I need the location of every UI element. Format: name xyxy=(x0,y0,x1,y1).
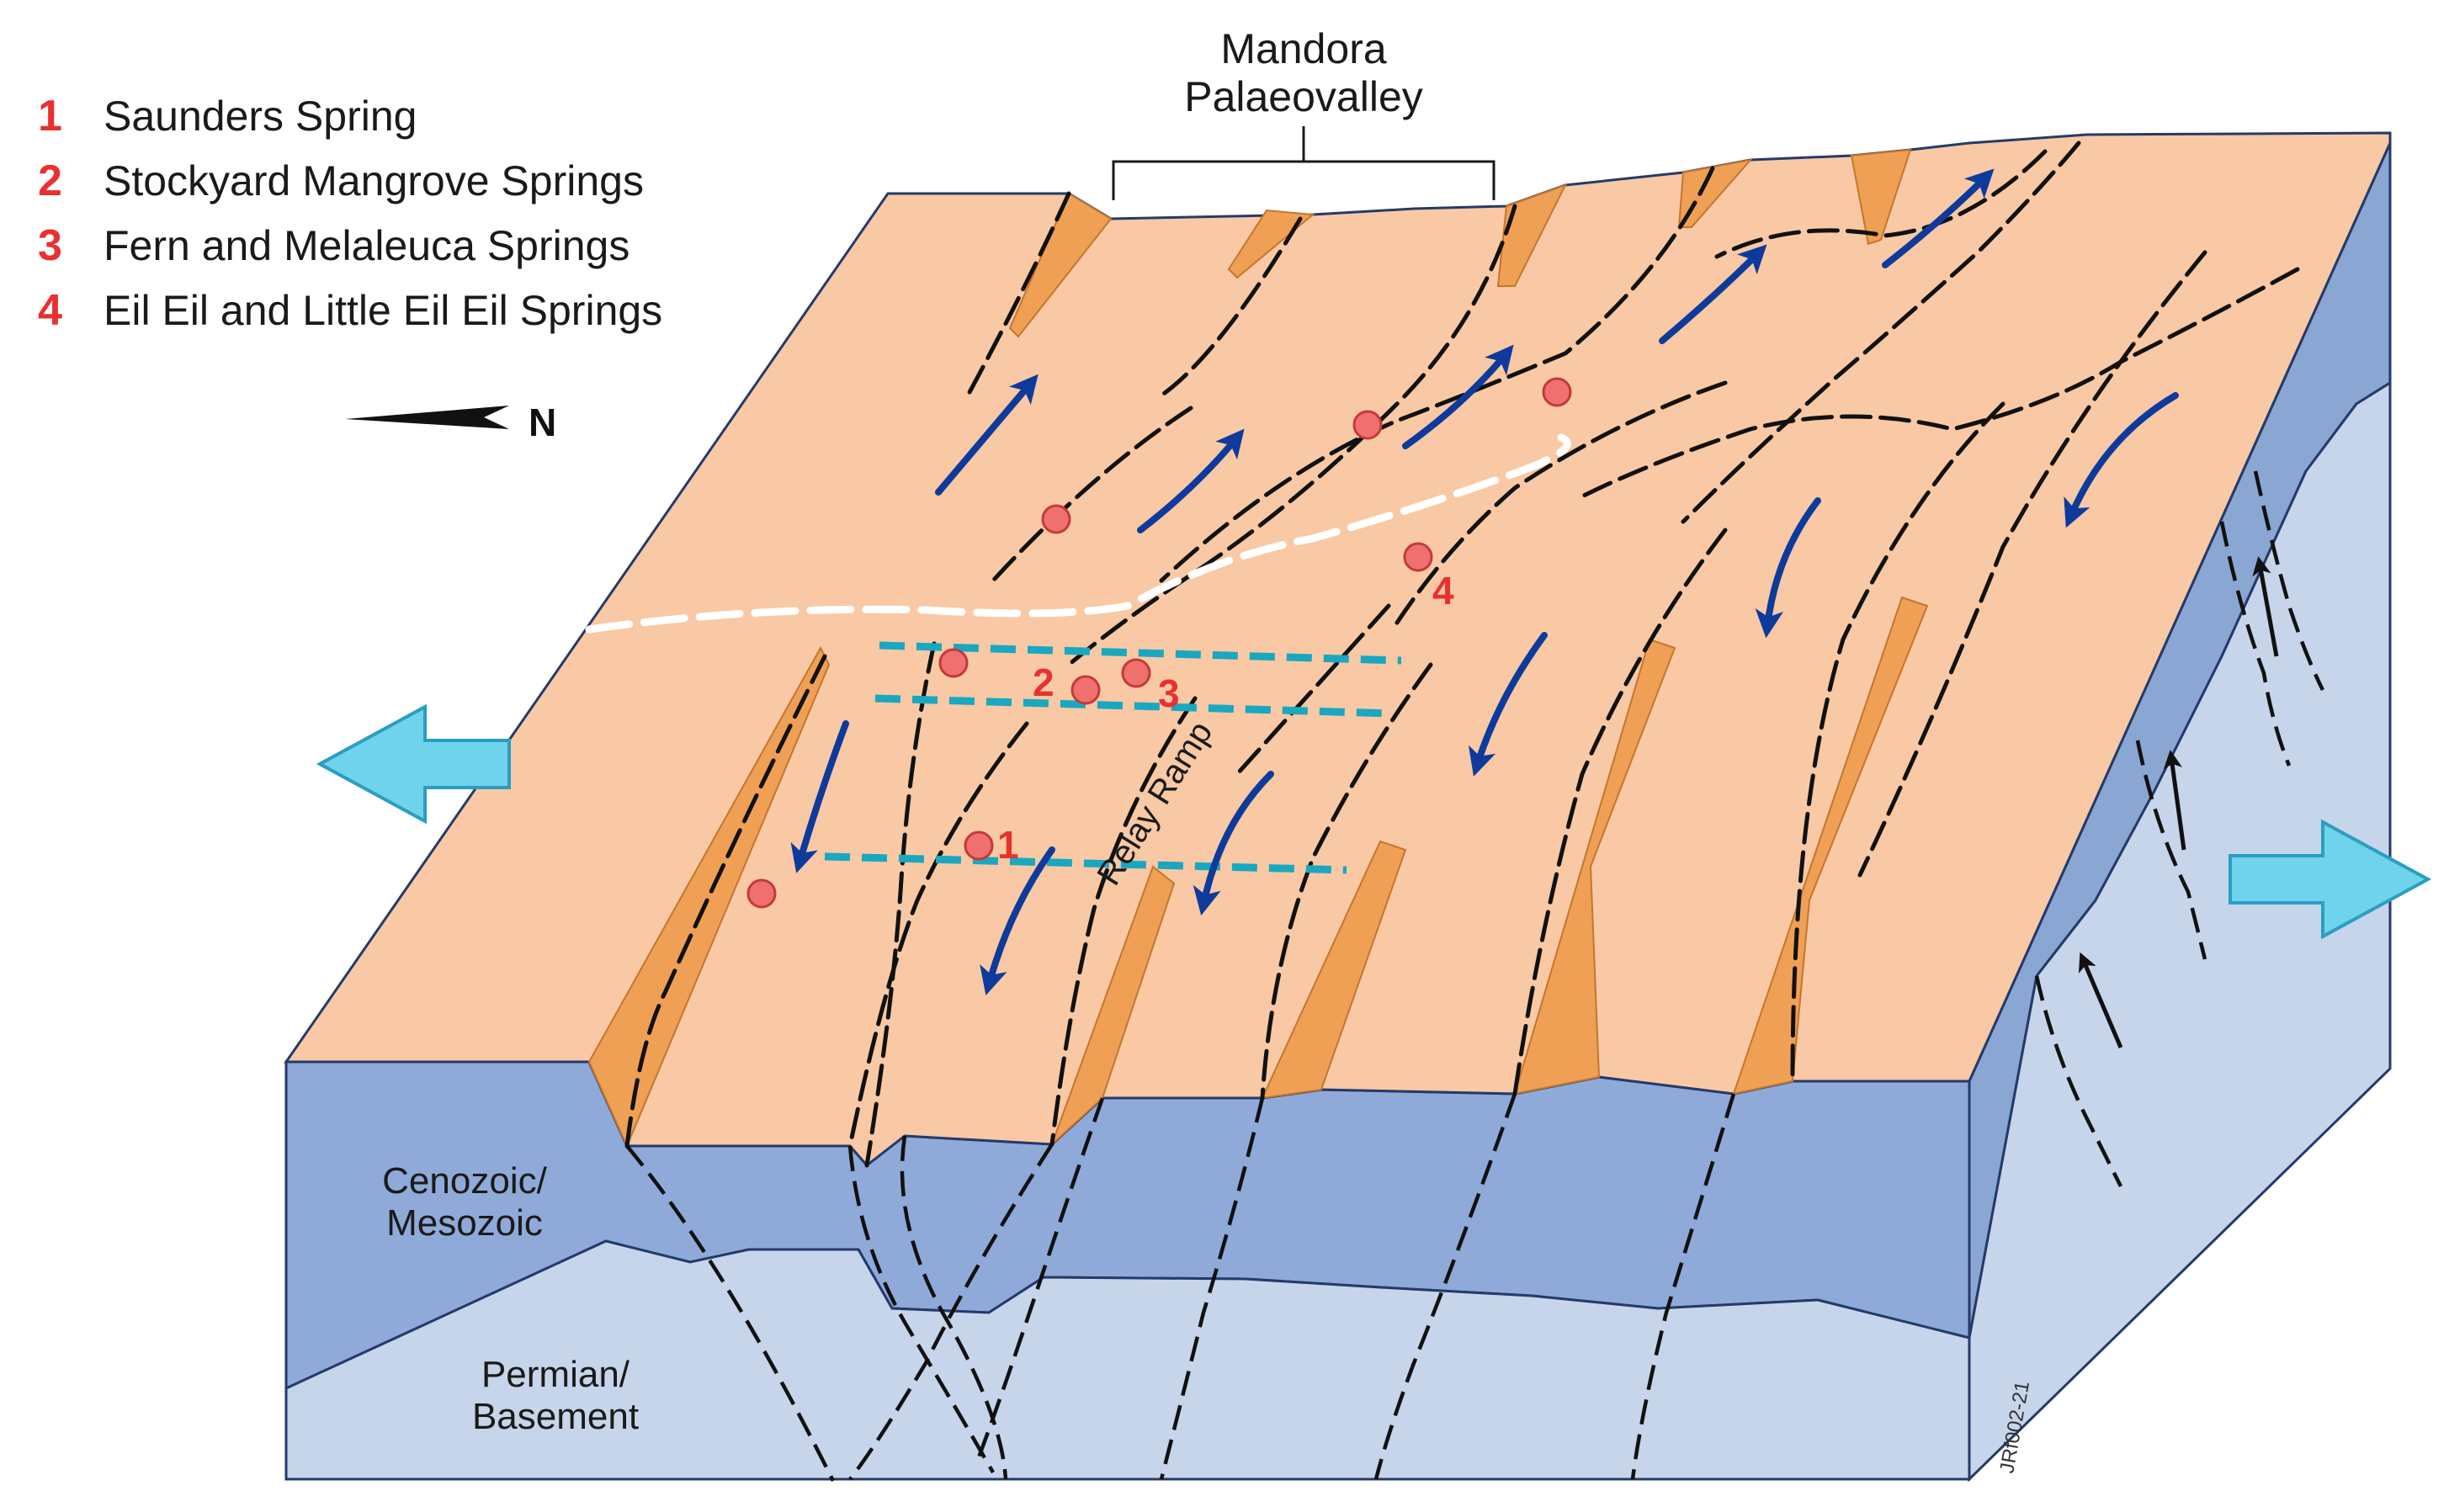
flow-direction-arrow xyxy=(790,720,849,873)
flow-direction-arrow xyxy=(2064,392,2179,528)
section-line xyxy=(874,694,1394,718)
scarp xyxy=(1513,638,1676,1096)
lower-layer-label-line1: Permian/ xyxy=(481,1354,630,1395)
spring-label-2: 2 xyxy=(1033,661,1055,704)
subsurface-faults xyxy=(625,470,2325,1483)
section-line xyxy=(879,641,1402,665)
upper-layer-label-line2: Mesozoic xyxy=(386,1202,543,1244)
upper-layer-label-line1: Cenozoic/ xyxy=(382,1160,547,1202)
flow-direction-arrow xyxy=(1468,632,1548,777)
legend-label-2: Stockyard Mangrove Springs xyxy=(104,157,644,204)
spring-marker xyxy=(938,648,969,678)
scarp xyxy=(1227,209,1315,279)
spring-markers xyxy=(746,377,1572,909)
legend-label-3: Fern and Melaleuca Springs xyxy=(104,222,630,269)
fault-traces xyxy=(624,141,2300,1168)
palaeovalley-title-line1: Mandora xyxy=(1220,25,1387,72)
flow-direction-arrow xyxy=(1659,244,1767,344)
movement-arrow xyxy=(2078,952,2123,1048)
scarp xyxy=(1261,840,1407,1100)
north-arrow-icon: N xyxy=(345,401,556,444)
flow-direction-arrow xyxy=(1193,771,1274,916)
lower-layer-side xyxy=(1968,380,2392,1483)
spring-marker xyxy=(1403,542,1433,572)
scarp xyxy=(1051,865,1176,1145)
flow-arrows xyxy=(790,168,2179,995)
spring-marker xyxy=(1041,504,1071,534)
palaeovalley-axis xyxy=(585,433,1571,634)
scarp xyxy=(1732,596,1929,1096)
section-line xyxy=(824,852,1347,874)
spring-label-3: 3 xyxy=(1158,671,1180,715)
movement-arrow xyxy=(2252,556,2279,657)
spring-label-4: 4 xyxy=(1432,569,1454,613)
scarp xyxy=(1008,192,1113,338)
spring-marker xyxy=(964,830,994,861)
spring-marker xyxy=(1121,658,1151,688)
legend-label-1: Saunders Spring xyxy=(104,93,417,140)
flow-direction-arrow xyxy=(1137,428,1245,533)
spring-marker xyxy=(746,878,777,909)
spring-number-labels: 1 2 3 4 xyxy=(997,569,1454,867)
spring-marker xyxy=(1352,410,1383,440)
lower-layer-label-line2: Basement xyxy=(472,1396,639,1437)
layer-labels: Cenozoic/ Mesozoic Permian/ Basement xyxy=(382,1160,639,1437)
side-movement-arrows xyxy=(2078,556,2279,1048)
flow-direction-arrow xyxy=(1882,168,1995,268)
legend-label-4: Eil Eil and Little Eil Eil Springs xyxy=(104,287,662,334)
flow-direction-arrow xyxy=(980,846,1055,995)
extension-arrows xyxy=(316,703,2432,940)
scarp xyxy=(1850,148,1912,246)
front-face xyxy=(284,1060,1971,1481)
movement-arrow xyxy=(2163,750,2186,851)
palaeovalley-bracket xyxy=(1112,126,1495,200)
legend: 1 Saunders Spring 2 Stockyard Mangrove S… xyxy=(38,92,662,335)
flow-direction-arrow xyxy=(935,374,1039,496)
legend-num-3: 3 xyxy=(38,221,62,270)
extension-arrow-west xyxy=(316,703,511,825)
legend-num-2: 2 xyxy=(38,157,62,205)
section-lines xyxy=(824,641,1402,874)
legend-num-1: 1 xyxy=(38,92,62,141)
north-label: N xyxy=(529,401,556,444)
legend-num-4: 4 xyxy=(38,286,62,335)
flow-direction-arrow xyxy=(1402,344,1514,449)
palaeovalley-title-line2: Palaeovalley xyxy=(1184,73,1423,120)
extension-arrow-east xyxy=(2229,819,2432,940)
spring-marker xyxy=(1542,377,1572,407)
flow-direction-arrow xyxy=(1755,497,1821,639)
spring-marker xyxy=(1070,675,1101,705)
side-face xyxy=(1968,142,2392,1483)
spring-label-1: 1 xyxy=(997,823,1019,867)
